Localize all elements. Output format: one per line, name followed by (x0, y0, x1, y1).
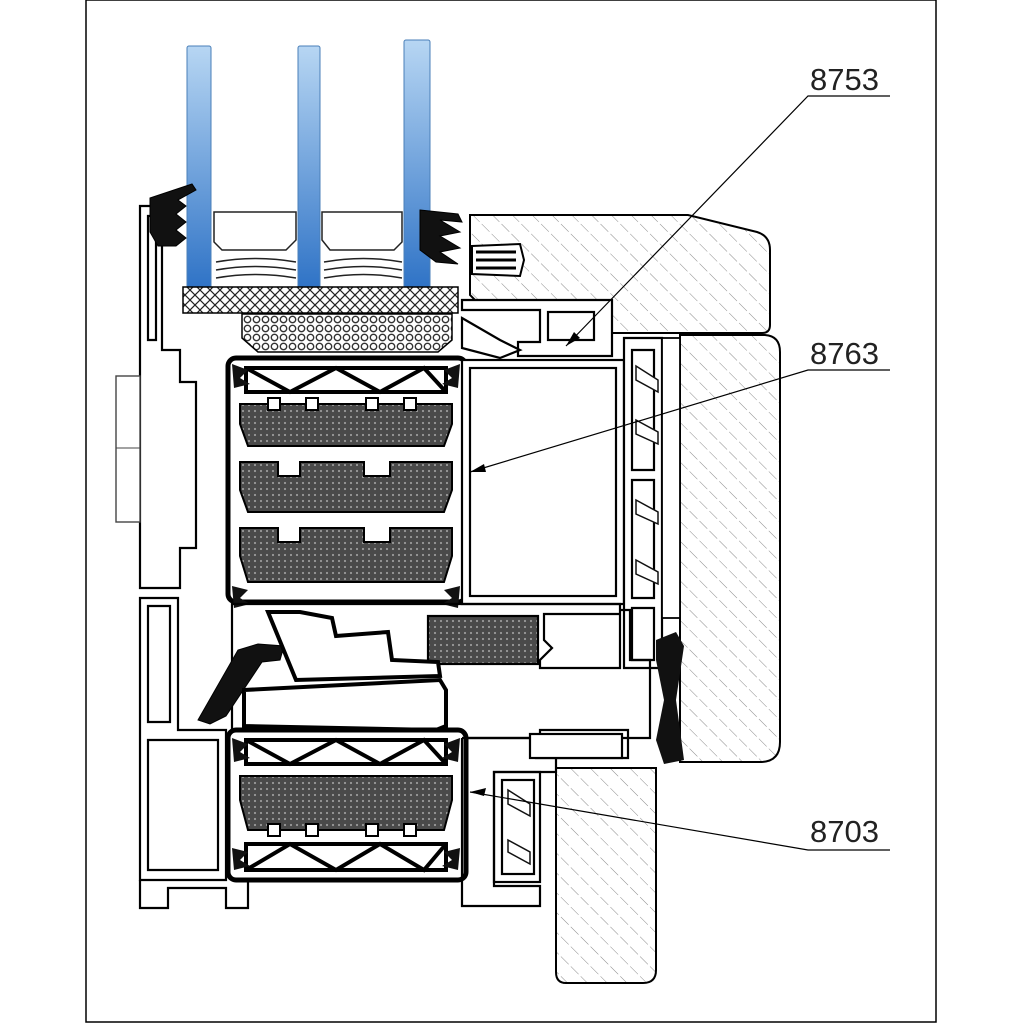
callout-arrowheads (470, 332, 580, 796)
callout-label-8763: 8763 (810, 336, 879, 371)
glass-pane-middle (297, 45, 321, 289)
callout-leaders (469, 95, 890, 851)
sash-profile-upper (225, 355, 469, 605)
weather-seal-transom (197, 610, 448, 733)
wall-lower-block (555, 767, 657, 984)
glazing-clips-8763 (635, 364, 659, 586)
thermal-break-gaskets-upper (232, 364, 460, 608)
transom-profile (230, 602, 652, 740)
glazing-bead-foam (241, 313, 453, 353)
frame-profile-8763 (460, 336, 664, 670)
leader-8753 (565, 95, 890, 347)
callout-label-8703: 8703 (810, 814, 879, 849)
inner-glazing-gasket (419, 209, 463, 265)
vertical-gasket-right (656, 632, 684, 764)
sash-profile-lower (225, 727, 469, 883)
add-on-profile-8753 (460, 298, 614, 360)
arrow-8753 (566, 332, 580, 346)
wall-side-block (679, 334, 781, 763)
arrow-8763 (470, 464, 486, 472)
outer-glazing-gasket (149, 183, 197, 247)
glazing-clips-8703 (507, 788, 531, 866)
callout-label-8753: 8753 (810, 62, 879, 97)
leader-8763 (469, 369, 890, 473)
drawing-border (85, 0, 937, 1023)
thermal-break-gaskets-lower (232, 738, 460, 870)
profile-8753-seal-ribs (476, 250, 516, 270)
hinge-plate (115, 375, 141, 523)
leader-8703 (469, 791, 890, 851)
arrow-8703 (470, 788, 486, 796)
frame-extension-strip (661, 337, 681, 619)
frame-profile-8703 (460, 728, 630, 908)
glass-pane-outer (186, 45, 212, 289)
glass-spacers (213, 211, 403, 279)
outer-frame-profile (138, 204, 250, 910)
glass-setting-block (182, 286, 459, 314)
